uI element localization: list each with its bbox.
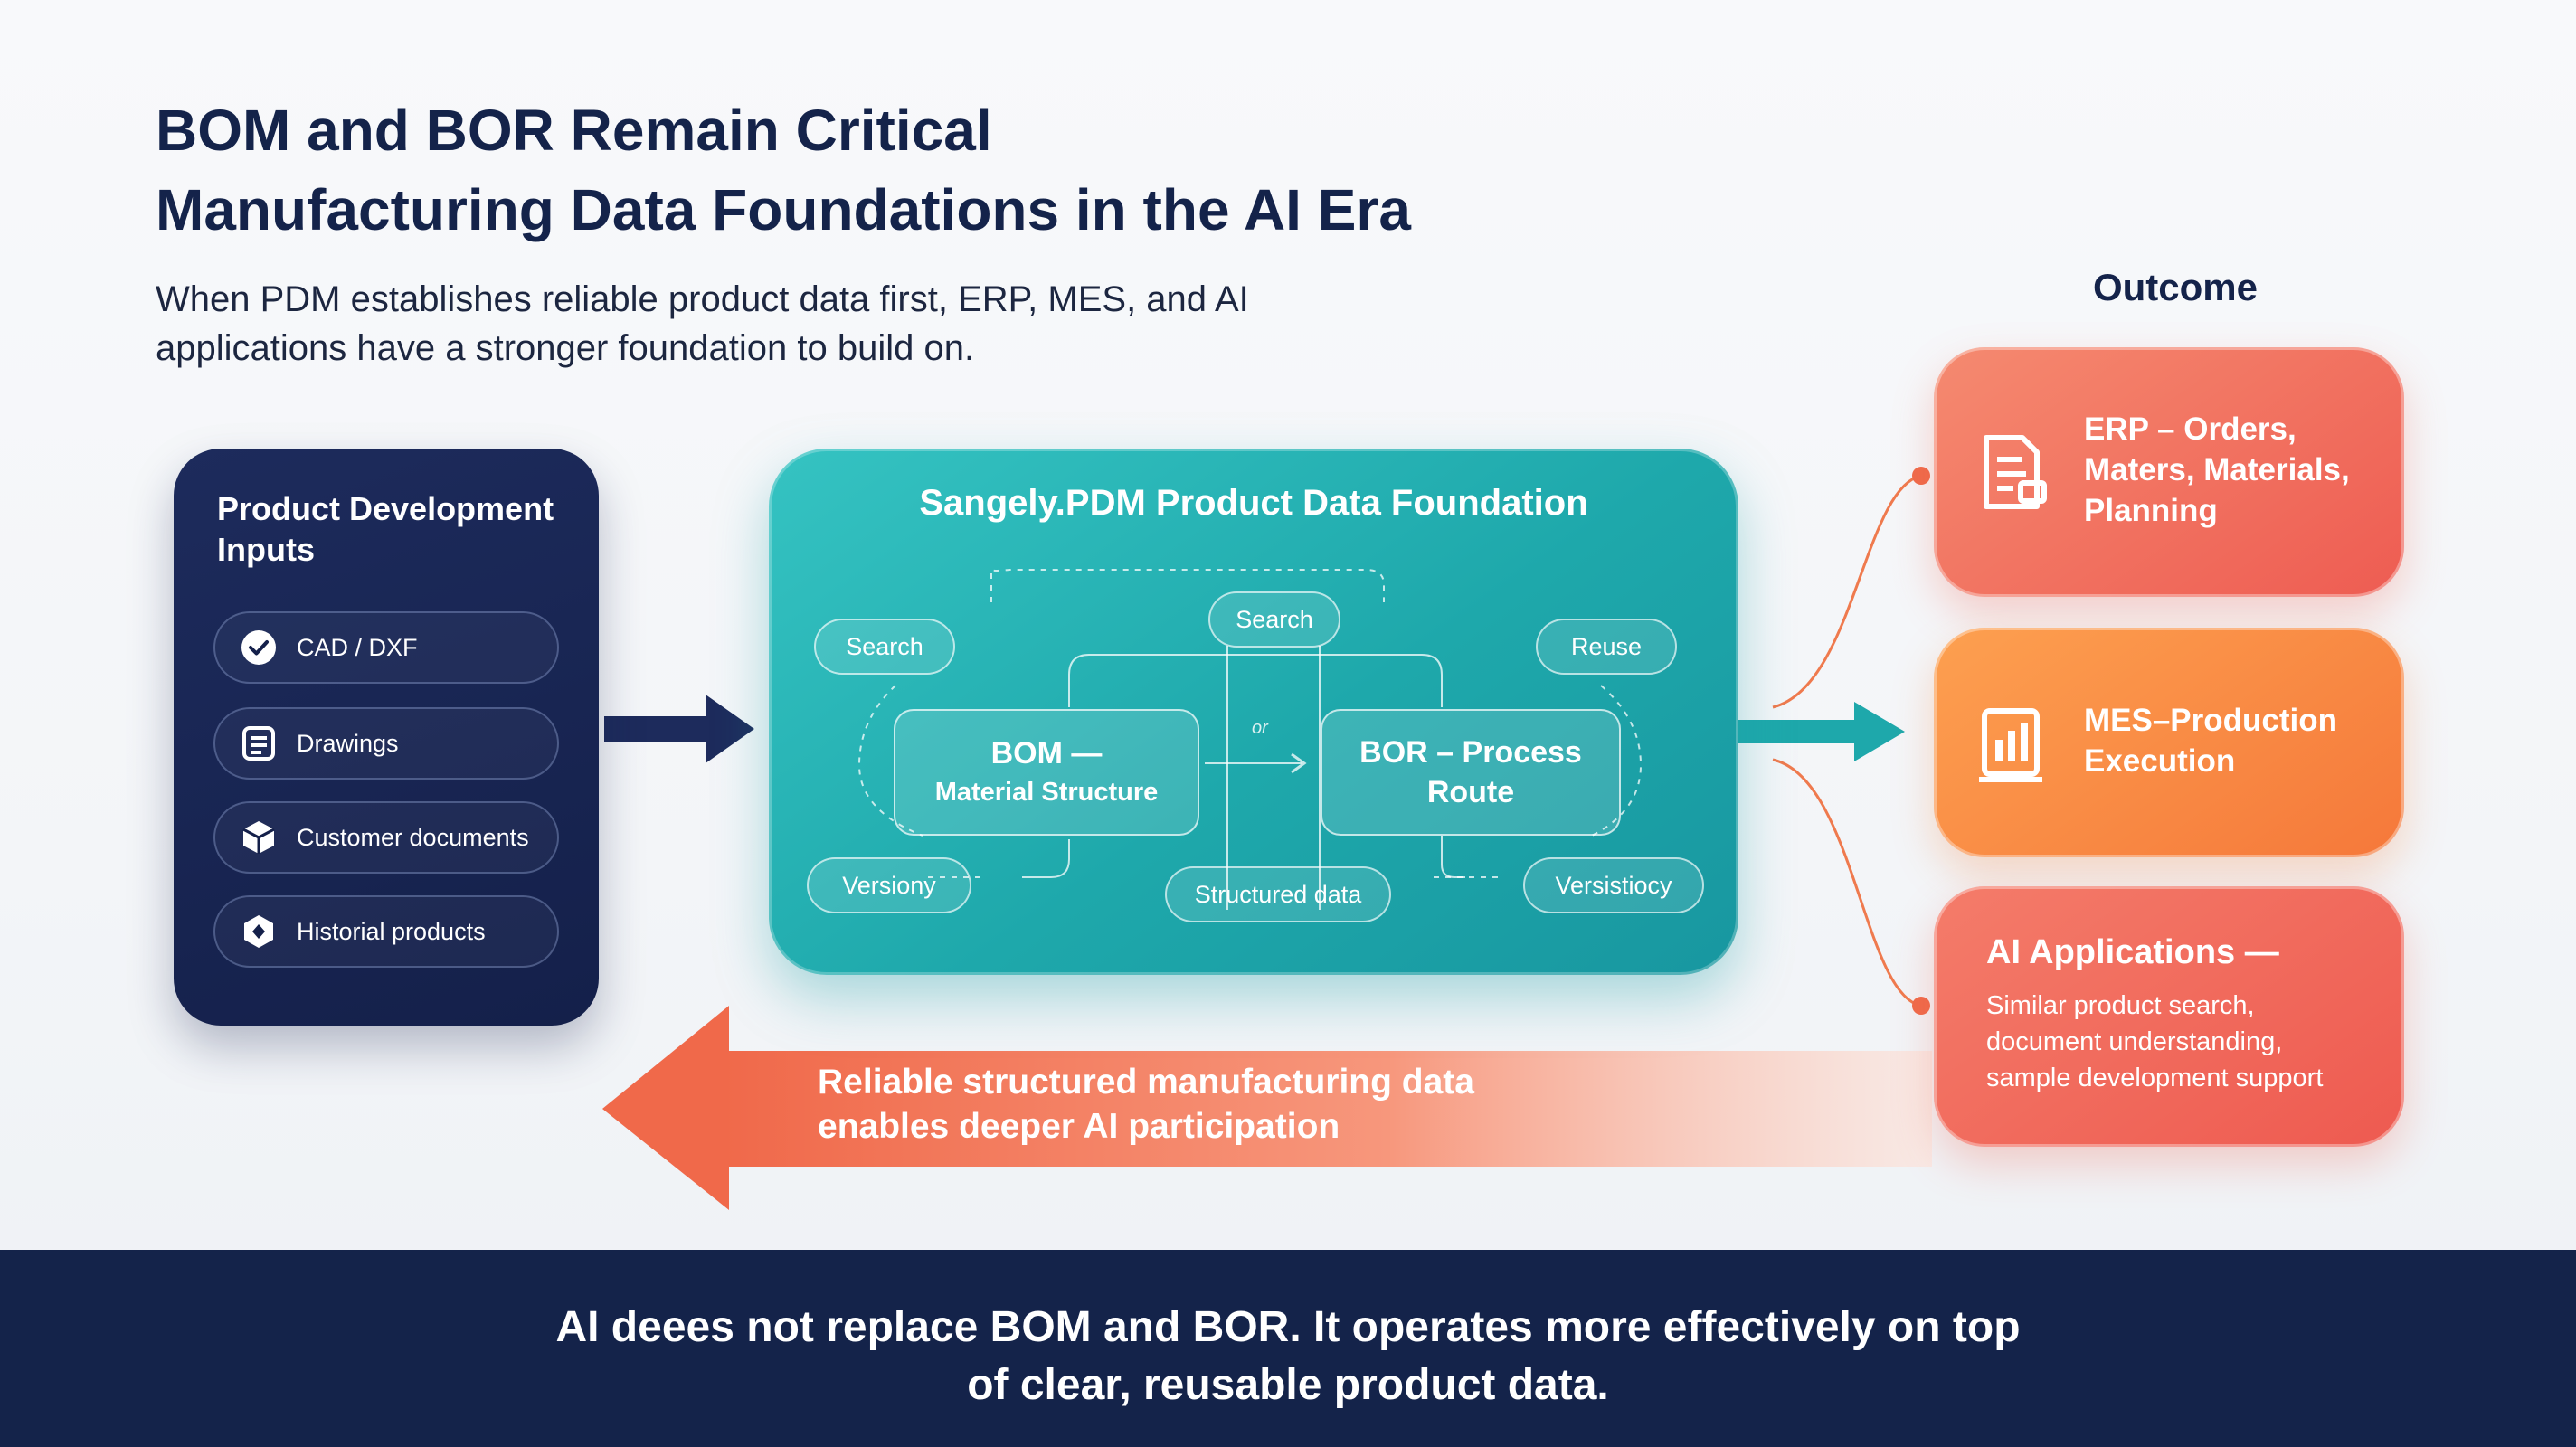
input-item-drawings: Drawings [213, 707, 559, 780]
erp-line-1: ERP – Orders, [2084, 411, 2297, 447]
outcome-heading: Outcome [2092, 266, 2259, 308]
inputs-card: Product Development Inputs CAD / DXF Dra… [174, 449, 599, 1026]
erp-card-text: ERP – Orders, Maters, Materials, Plannin… [2084, 409, 2350, 531]
mes-card-text: MES–Production Execution [2084, 700, 2337, 781]
outcome-branch-lines [1772, 474, 1922, 1007]
input-item-cad-dxf: CAD / DXF [213, 611, 559, 684]
mes-line-2: Execution [2084, 743, 2236, 779]
ai-card-title: AI Applications — [1986, 933, 2279, 971]
bor-box-line-2: Route [1426, 775, 1515, 809]
footer-statement: AI deees not replace BOM and BOR. It ope… [0, 1299, 2576, 1414]
foundation-card-title: Sangely.PDM Product Data Foundation [919, 483, 1588, 523]
tag-versioning-left: Versiony [807, 857, 971, 913]
erp-connector-dot [1912, 467, 1930, 485]
inputs-title-line-1: Product Development [217, 490, 554, 527]
check-circle-icon [241, 629, 277, 666]
input-item-label: CAD / DXF [297, 633, 418, 661]
input-item-label: Customer documents [297, 823, 529, 851]
title-line-1: BOM and BOR Remain Critical [156, 98, 992, 163]
footer-line-2: of clear, reusable product data. [967, 1361, 1609, 1409]
hexagon-history-icon [241, 913, 277, 950]
ai-desc-line-1: Similar product search, [1986, 991, 2255, 1020]
input-item-customer-documents: Customer documents [213, 801, 559, 874]
bor-box-line-1: BOR – Process [1359, 735, 1582, 770]
tag-search-top: Search [1208, 591, 1340, 648]
page-title: BOM and BOR Remain Critical Manufacturin… [156, 90, 1693, 250]
ai-desc-line-2: document understanding, [1986, 1027, 2283, 1056]
production-report-icon [1977, 704, 2050, 785]
foundation-to-outcome-arrow [1738, 702, 1905, 761]
ai-desc-line-3: sample development support [1986, 1064, 2324, 1092]
inputs-card-title: Product Development Inputs [217, 488, 579, 570]
ai-card-description: Similar product search, document underst… [1986, 988, 2323, 1096]
feedback-arrow [602, 1006, 1932, 1210]
bom-box-line-1: BOM — [990, 736, 1103, 771]
tag-reuse: Reuse [1536, 619, 1677, 675]
ai-connector-dot [1912, 997, 1930, 1015]
connector-mark: or [1252, 718, 1268, 738]
input-item-label: Drawings [297, 729, 399, 757]
package-box-icon [241, 819, 277, 856]
outcome-card-ai: AI Applications — Similar product search… [1934, 886, 2404, 1147]
page-subtitle: When PDM establishes reliable product da… [156, 275, 1512, 373]
inputs-to-foundation-arrow [604, 695, 754, 763]
bom-material-structure-box: BOM — Material Structure [894, 709, 1199, 836]
subtitle-line-2: applications have a stronger foundation … [156, 328, 975, 368]
outcome-card-erp: ERP – Orders, Maters, Materials, Plannin… [1934, 347, 2404, 597]
tag-structured-data: Structured data [1165, 866, 1391, 922]
feedback-arrow-label: Reliable structured manufacturing data e… [818, 1060, 1474, 1149]
tag-versioning-right: Versistiocy [1523, 857, 1704, 913]
mes-line-1: MES–Production [2084, 703, 2338, 738]
input-item-historial-products: Historial products [213, 895, 559, 968]
foundation-card: Sangely.PDM Product Data Foundation Sear… [769, 449, 1738, 975]
subtitle-line-1: When PDM establishes reliable product da… [156, 279, 1249, 319]
document-list-icon [241, 725, 277, 761]
footer-line-1: AI deees not replace BOM and BOR. It ope… [555, 1303, 2021, 1351]
footer-banner: AI deees not replace BOM and BOR. It ope… [0, 1250, 2576, 1447]
document-form-icon [1977, 432, 2050, 514]
bom-box-line-2: Material Structure [934, 778, 1159, 807]
erp-line-3: Planning [2084, 493, 2218, 528]
outcome-card-mes: MES–Production Execution [1934, 628, 2404, 857]
title-line-2: Manufacturing Data Foundations in the AI… [156, 177, 1411, 242]
erp-line-2: Maters, Materials, [2084, 452, 2350, 487]
inputs-title-line-2: Inputs [217, 531, 315, 568]
bor-process-route-box: BOR – Process Route [1321, 709, 1621, 836]
tag-search-left: Search [814, 619, 955, 675]
feedback-line-1: Reliable structured manufacturing data [818, 1063, 1474, 1102]
input-item-label: Historial products [297, 917, 486, 945]
feedback-line-2: enables deeper AI participation [818, 1107, 1340, 1146]
